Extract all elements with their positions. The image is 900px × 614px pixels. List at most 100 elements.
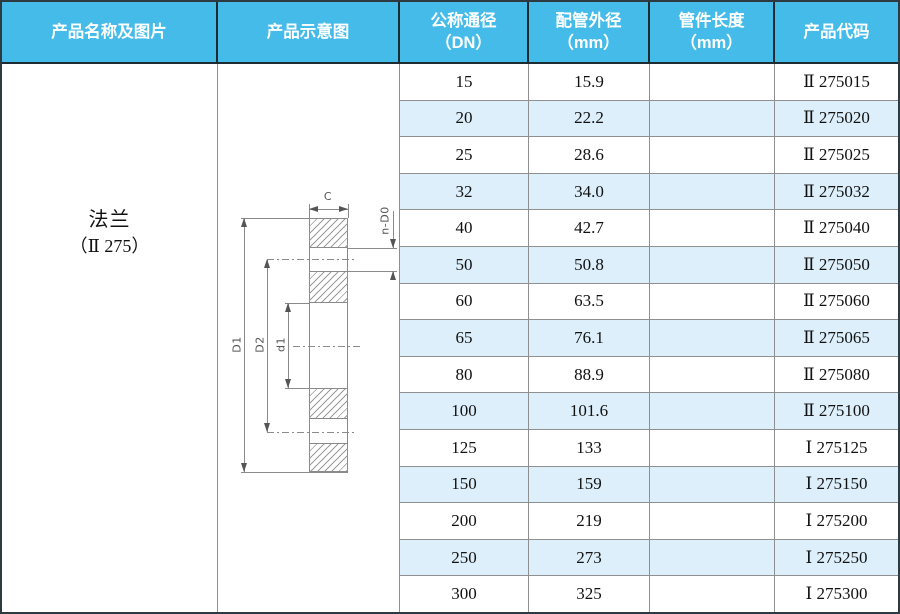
dimension-label-c: C [323,190,333,203]
cell-dn: 60 [400,283,529,320]
extension-line [348,204,349,218]
cell-dn: 15 [400,64,529,100]
cell-code: Ⅰ 275300 [775,576,898,612]
cell-code: Ⅱ 275032 [775,173,898,210]
dimension-line-d2 [267,259,268,432]
arrowhead [241,463,247,472]
cell-len [650,576,775,612]
table-body: 法兰 （Ⅱ 275） [2,64,898,612]
extension-line [241,472,348,473]
cell-dn: 32 [400,173,529,210]
cell-len [650,429,775,466]
bolt-hole-centerline [267,432,357,433]
cell-code: Ⅱ 275100 [775,393,898,429]
diagram-cell: C n-D0 D1 D2 [218,64,400,612]
cell-code: Ⅱ 275015 [775,64,898,100]
dimension-label-d1: D1 [230,336,244,353]
cell-len [650,356,775,393]
extension-line [285,303,309,304]
extension-line [348,248,397,249]
cell-code: Ⅱ 275040 [775,210,898,246]
header-pipe-od: 配管外径 （mm） [529,2,650,62]
cell-len [650,320,775,356]
cell-dn: 50 [400,246,529,283]
cell-code: Ⅱ 275025 [775,137,898,173]
header-product-code: 产品代码 [803,22,870,41]
arrowhead [390,239,396,248]
cell-code: Ⅱ 275020 [775,100,898,137]
cell-dn: 100 [400,393,529,429]
cell-od: 101.6 [529,393,650,429]
dimension-line-d1 [244,218,245,472]
cell-code: Ⅱ 275065 [775,320,898,356]
cell-len [650,503,775,539]
cell-len [650,137,775,173]
arrowhead [285,379,291,388]
extension-line [348,271,397,272]
arrowhead [264,259,270,268]
cell-od: 63.5 [529,283,650,320]
cell-od: 76.1 [529,320,650,356]
cell-len [650,100,775,137]
cell-dn: 250 [400,539,529,576]
cell-code: Ⅰ 275200 [775,503,898,539]
arrowhead [264,423,270,432]
cell-dn: 200 [400,503,529,539]
cell-od: 42.7 [529,210,650,246]
flange-outline [309,218,348,472]
hatch-block [309,218,348,248]
arrowhead [285,303,291,312]
cell-od: 133 [529,429,650,466]
cell-len [650,246,775,283]
product-name: 法兰 [88,209,131,231]
cell-od: 15.9 [529,64,650,100]
arrowhead [390,271,396,280]
header-nominal-diameter: 公称通径 （DN） [400,2,529,62]
cell-od: 28.6 [529,137,650,173]
cell-od: 219 [529,503,650,539]
arrowhead [309,206,318,212]
cell-od: 34.0 [529,173,650,210]
cell-code: Ⅱ 275060 [775,283,898,320]
cell-len [650,210,775,246]
cell-od: 22.2 [529,100,650,137]
table-header: 产品名称及图片 产品示意图 公称通径 （DN） 配管外径 （mm） 管件长度 （… [2,2,898,64]
header-schematic: 产品示意图 [218,2,400,62]
cell-code: Ⅱ 275050 [775,246,898,283]
product-name-cell: 法兰 （Ⅱ 275） [2,64,218,612]
dimension-label-d2: D2 [253,336,267,353]
dimension-line-c [309,209,348,210]
dimension-label-nd0: n-D0 [378,206,392,235]
cell-dn: 80 [400,356,529,393]
cell-od: 88.9 [529,356,650,393]
cell-code: Ⅱ 275080 [775,356,898,393]
dimension-line-d1-bore [288,303,289,388]
bore-centerline [293,346,362,347]
cell-len [650,466,775,503]
arrowhead [339,206,348,212]
cell-len [650,539,775,576]
cell-od: 325 [529,576,650,612]
cell-dn: 65 [400,320,529,356]
cell-dn: 40 [400,210,529,246]
cell-code: Ⅰ 275125 [775,429,898,466]
cell-len [650,393,775,429]
cell-code: Ⅰ 275250 [775,539,898,576]
product-name-block: 法兰 （Ⅱ 275） [2,206,217,259]
extension-line [241,218,309,219]
cell-len [650,64,775,100]
cell-od: 159 [529,466,650,503]
cell-dn: 25 [400,137,529,173]
extension-line [285,388,309,389]
